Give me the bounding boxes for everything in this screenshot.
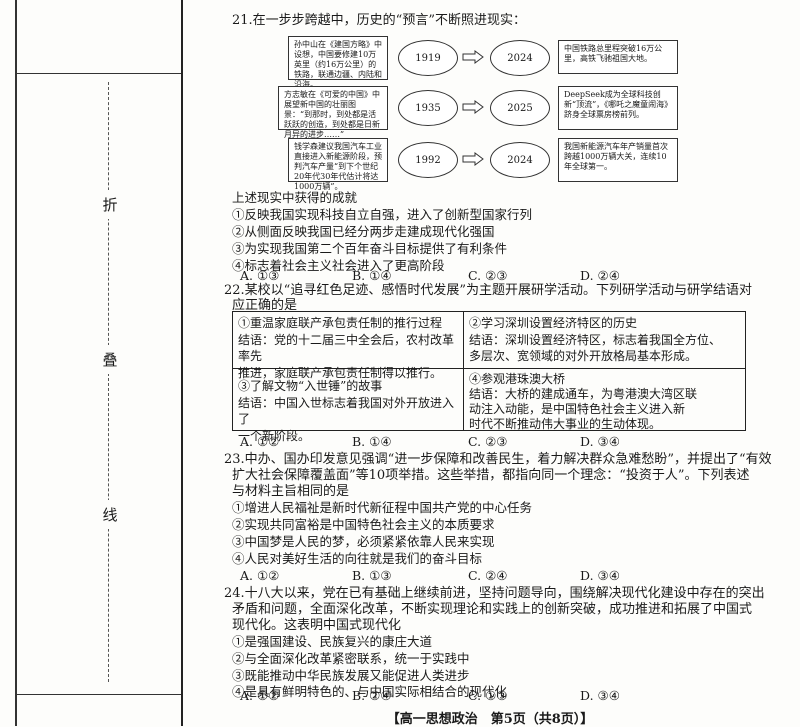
- arrow-right-icon: [462, 100, 484, 114]
- cell-line: 一个新阶段。: [238, 428, 311, 443]
- q21-row3-year2: 2024: [490, 142, 550, 178]
- q24-option-3: ③既能推动中华民族发展又能促进人类进步: [232, 668, 470, 683]
- q24-choice-c[interactable]: C. ①③: [468, 688, 508, 703]
- q23-stem-line-2: 扩大社会保障覆盖面”等10项举措。这些举措，都指向同一个理念：“投资于人”。下列…: [232, 468, 750, 483]
- q23-option-3: ③中国梦是人民的梦，必须紧紧依靠人民来实现: [232, 534, 495, 549]
- page-footer: 【高一思想政治 第5页（共8页）】: [386, 712, 594, 727]
- q21-choice-a[interactable]: A. ①③: [240, 268, 280, 283]
- q22-choice-c[interactable]: C. ②③: [468, 434, 508, 449]
- margin-stack-char: 叠: [100, 345, 120, 374]
- margin-divider: [181, 0, 183, 726]
- q21-timeline-row-3: 钱学森建议我国汽车工业直接进入新能源阶段，预判汽车产量“到下个世纪20年代30年…: [268, 138, 738, 191]
- binding-margin: [15, 73, 181, 695]
- q21-row3-left: 钱学森建议我国汽车工业直接进入新能源阶段，预判汽车产量“到下个世纪20年代30年…: [288, 138, 388, 191]
- q22-activity-table: ①重温家庭联产承包责任制的推行过程 结语：党的十二届三中全会后，农村改革率先 推…: [232, 311, 746, 443]
- q21-row2-year2: 2025: [490, 90, 550, 126]
- q21-option-2: ②从侧面反映我国已经分两步走建成现代化强国: [232, 224, 495, 239]
- table-divider-v: [463, 312, 464, 430]
- q23-stem-line-3: 与材料主旨相同的是: [232, 484, 350, 499]
- q23-choice-a[interactable]: A. ①②: [240, 568, 280, 583]
- q21-timeline-row-1: 孙中山在《建国方略》中设想，中国要修建10万英里（约16万公里）的铁路，联通边疆…: [268, 36, 738, 89]
- q22-choices: A. ①② B. ①④ C. ②③ D. ③④: [240, 434, 740, 450]
- q22-choice-a[interactable]: A. ①②: [240, 434, 280, 449]
- q23-option-4: ④人民对美好生活的向往就是我们的奋斗目标: [232, 551, 483, 566]
- q21-choice-c[interactable]: C. ②③: [468, 268, 508, 283]
- q21-row1-right: 中国铁路总里程突破16万公里，高铁飞驰祖国大地。: [558, 40, 678, 74]
- cell-line: 结语：中国入世标志着我国对外开放进入了: [238, 395, 455, 427]
- q24-option-4: ④是具有鲜明特色的、与中国实际相结合的现代化: [232, 684, 508, 699]
- q22-stem-line-2: 应正确的是: [232, 298, 298, 313]
- q21-option-1: ①反映我国实现科技自立自强，进入了创新型国家行列: [232, 207, 533, 222]
- q23-stem-line-1: 23.中办、国办印发意见强调“进一步保障和改善民生，着力解决群众急难愁盼”，并提…: [224, 452, 772, 467]
- margin-fold-char: 折: [100, 190, 120, 219]
- q21-timeline-row-2: 方志敏在《可爱的中国》中展望新中国的壮丽图景：“到那时，到处都是活跃跃的创造，到…: [268, 86, 738, 139]
- q24-option-1: ①是强国建设、民族复兴的康庄大道: [232, 634, 433, 649]
- fold-line: [108, 82, 109, 682]
- table-divider-h: [233, 368, 745, 369]
- q24-choices: [240, 0, 740, 16]
- cell-line: 结语：深圳设置经济特区，标志着我国全方位、: [469, 332, 722, 347]
- q24-choice-d[interactable]: D. ③④: [580, 688, 620, 703]
- q23-choice-d[interactable]: D. ③④: [580, 568, 620, 583]
- cell-line: ②学习深圳设置经济特区的历史: [469, 316, 638, 330]
- q22-cell-1: ①重温家庭联产承包责任制的推行过程 结语：党的十二届三中全会后，农村改革率先 推…: [233, 312, 463, 384]
- q23-choice-c[interactable]: C. ②④: [468, 568, 508, 583]
- cell-line: ④参观港珠澳大桥: [469, 372, 566, 386]
- q21-row1-year2: 2024: [490, 40, 550, 76]
- q22-stem-line-1: 22.某校以“追寻红色足迹、感悟时代发展”为主题开展研学活动。下列研学活动与研学…: [224, 283, 752, 298]
- q21-row3-year1: 1992: [398, 142, 458, 178]
- q23-option-1: ①增进人民福祉是新时代新征程中国共产党的中心任务: [232, 500, 533, 515]
- cell-line: 结语：党的十二届三中全会后，农村改革率先: [238, 332, 455, 364]
- q21-option-3: ③为实现我国第二个百年奋斗目标提供了有利条件: [232, 241, 508, 256]
- arrow-right-icon: [462, 152, 484, 166]
- q24-option-2: ②与全面深化改革紧密联系，统一于实践中: [232, 651, 470, 666]
- q24-choice-row: A. ①② B. ②④ C. ①③ D. ③④: [240, 688, 740, 704]
- q24-stem-line-2: 矛盾和问题，全面深化改革，不断实现理论和实践上的创新突破，成功推进和拓展了中国式: [232, 602, 753, 617]
- q21-choice-d[interactable]: D. ②④: [580, 268, 620, 283]
- arrow-right-icon: [462, 50, 484, 64]
- cell-line: ①重温家庭联产承包责任制的推行过程: [238, 316, 443, 330]
- q21-row3-right: 我国新能源汽车年产销量首次跨越1000万辆大关，连续10年全球第一。: [558, 138, 678, 182]
- q21-choices: A. ①③ B. ①④ C. ②③ D. ②④: [240, 268, 740, 284]
- q21-row2-year1: 1935: [398, 90, 458, 126]
- cell-line: 动注入动能，是中国特色社会主义进入新: [469, 402, 686, 416]
- page-left-edge: [15, 0, 17, 726]
- cell-line: 结语：大桥的建成通车，为粤港澳大湾区联: [469, 387, 698, 401]
- q22-cell-3: ③了解文物“入世锤”的故事 结语：中国入世标志着我国对外开放进入了 一个新阶段。: [233, 370, 463, 447]
- q23-choices: A. ①② B. ①③ C. ②④ D. ③④: [240, 568, 740, 584]
- cell-line: 多层次、宽领域的对外开放格局基本形成。: [469, 349, 698, 363]
- q22-choice-b[interactable]: B. ①④: [352, 434, 392, 449]
- q23-option-2: ②实现共同富裕是中国特色社会主义的本质要求: [232, 517, 495, 532]
- q24-choice-b[interactable]: B. ②④: [352, 688, 392, 703]
- cell-line: 推进，家庭联产承包责任制得以推行。: [238, 365, 443, 380]
- q24-stem-line-1: 24.十八大以来，党在已有基础上继续前进，坚持问题导向，围绕解决现代化建设中存在…: [224, 586, 765, 601]
- q21-row1-left: 孙中山在《建国方略》中设想，中国要修建10万英里（约16万公里）的铁路，联通边疆…: [288, 36, 388, 89]
- q21-row1-year1: 1919: [398, 40, 458, 76]
- q24-stem-line-3: 现代化。这表明中国式现代化: [232, 618, 402, 633]
- q24-choice-a[interactable]: A. ①②: [240, 688, 280, 703]
- q21-lead: 上述现实中获得的成就: [232, 190, 358, 205]
- q22-cell-2: ②学习深圳设置经济特区的历史 结语：深圳设置经济特区，标志着我国全方位、 多层次…: [464, 312, 746, 368]
- cell-line: 时代不断推动伟大事业的生动体现。: [469, 417, 662, 431]
- q21-row2-left: 方志敏在《可爱的中国》中展望新中国的壮丽图景：“到那时，到处都是活跃跃的创造，到…: [278, 86, 388, 139]
- q22-cell-4: ④参观港珠澳大桥 结语：大桥的建成通车，为粤港澳大湾区联 动注入动能，是中国特色…: [464, 369, 746, 435]
- margin-line-char: 线: [100, 500, 120, 529]
- q23-choice-b[interactable]: B. ①③: [352, 568, 392, 583]
- q21-stem: 21.在一步步跨越中，历史的“预言”不断照进现实：: [232, 13, 526, 28]
- q21-choice-b[interactable]: B. ①④: [352, 268, 392, 283]
- q22-choice-d[interactable]: D. ③④: [580, 434, 620, 449]
- q21-option-4: ④标志着社会主义社会进入了更高阶段: [232, 258, 445, 273]
- q21-row2-right: DeepSeek成为全球科技创新“顶流”，《哪吒之魔童闹海》跻身全球票房榜前列。: [558, 86, 678, 130]
- cell-line: ③了解文物“入世锤”的故事: [238, 379, 383, 393]
